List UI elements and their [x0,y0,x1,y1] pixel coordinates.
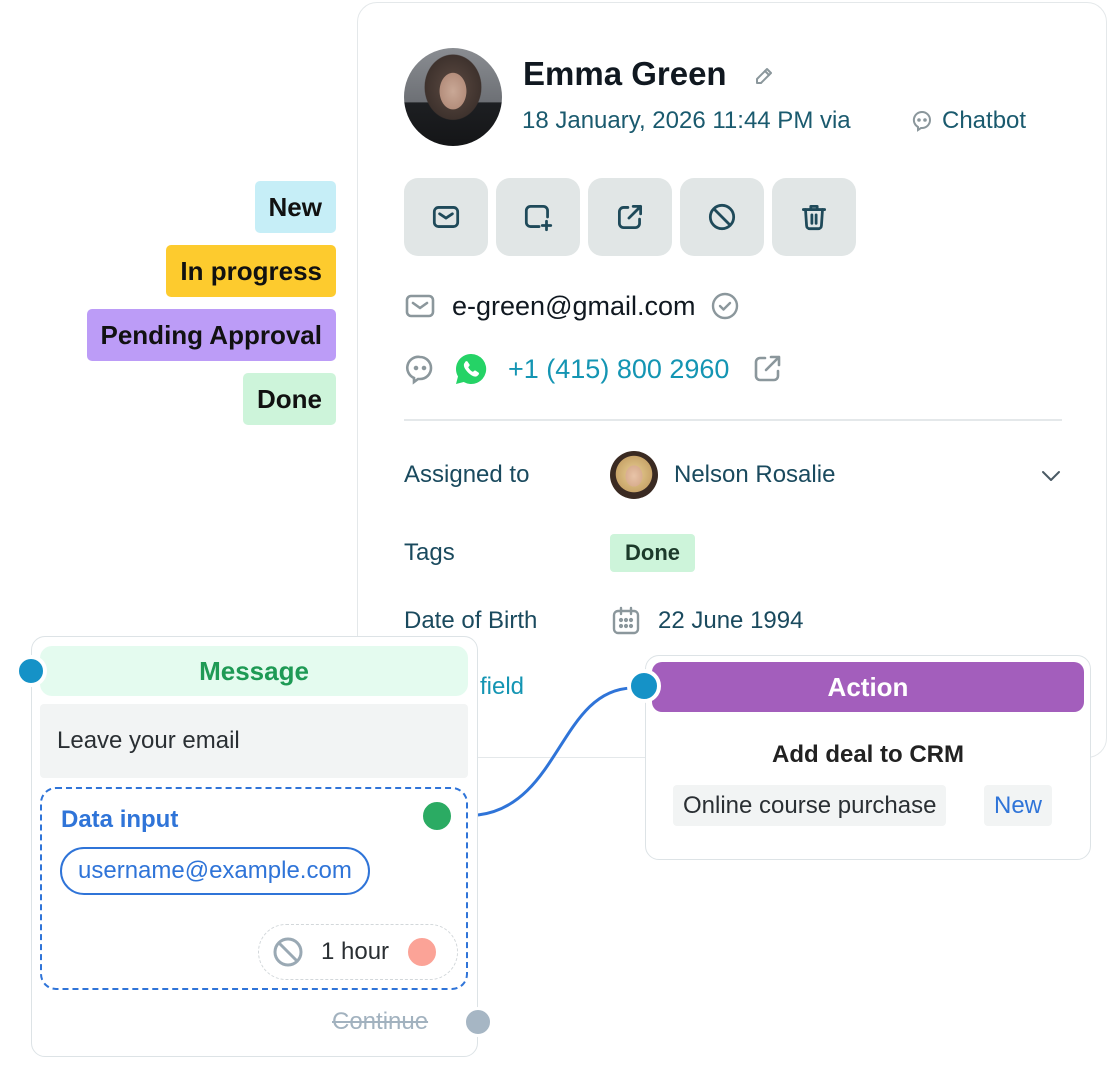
status-pending-approval[interactable]: Pending Approval [86,309,336,361]
message-text[interactable]: Leave your email [40,704,468,778]
chatbot-icon [912,110,932,132]
timeout-block[interactable]: 1 hour [258,924,458,980]
data-input-block[interactable] [40,787,468,990]
trash-icon [801,204,827,231]
assigned-to-label: Assigned to [404,461,530,488]
timeout-text: 1 hour [321,938,390,965]
tag-done[interactable]: Done [610,534,695,572]
deal-name-chip[interactable]: Online course purchase [673,785,947,826]
assignee-select[interactable]: Nelson Rosalie [610,451,835,499]
contact-name: Emma Green [523,55,727,92]
pencil-icon[interactable] [752,64,776,88]
open-external-button[interactable] [588,178,672,256]
send-email-button[interactable] [404,178,488,256]
message-input-port[interactable] [15,655,47,687]
status-in-progress[interactable]: In progress [166,245,336,297]
whatsapp-icon [455,353,487,384]
block-icon [273,937,303,967]
calendar-icon [612,606,640,635]
delete-button[interactable] [772,178,856,256]
status-new[interactable]: New [254,181,336,233]
add-button[interactable] [496,178,580,256]
channel-label: Chatbot [910,107,1026,135]
verified-check-icon [711,292,738,320]
assignee-name: Nelson Rosalie [674,461,836,488]
email-icon [432,206,460,228]
email-icon [405,294,435,318]
contact-email[interactable]: e-green@gmail.com [452,290,696,321]
continue-label: Continue [332,1008,429,1035]
action-input-port[interactable] [627,669,661,703]
channel-name: Chatbot [942,107,1027,134]
external-link-icon[interactable] [751,353,783,385]
chatbot-icon [405,355,433,385]
action-subtitle: Add deal to CRM [772,741,964,768]
message-node-title: Message [40,646,468,696]
block-icon [708,203,736,231]
email-row: e-green@gmail.com [404,290,740,322]
data-input-title: Data input [61,806,179,833]
contact-phone[interactable]: +1 (415) 800 2960 [508,353,730,384]
timeout-output-port[interactable] [403,933,441,971]
deal-status-chip[interactable]: New [984,785,1053,826]
data-input-output-port[interactable] [419,798,455,834]
add-icon [524,204,553,232]
email-input[interactable]: username@example.com [60,847,370,895]
assignee-avatar [610,451,658,499]
contact-actions [404,178,856,256]
action-node-title: Action [652,662,1084,712]
status-done[interactable]: Done [243,373,336,425]
block-button[interactable] [680,178,764,256]
divider [404,419,1062,421]
dob-text: 22 June 1994 [658,607,804,634]
dob-value: 22 June 1994 [610,605,803,637]
tags-label: Tags [404,539,455,566]
external-link-icon [617,204,643,230]
dob-label: Date of Birth [404,607,538,634]
contact-created-date: 18 January, 2026 11:44 PM via [522,107,851,134]
continue-output-port[interactable] [463,1007,493,1037]
chevron-down-icon[interactable] [1040,465,1062,487]
add-field-link[interactable]: field [480,673,525,700]
phone-row: +1 (415) 800 2960 [404,352,783,386]
contact-avatar [404,48,502,146]
